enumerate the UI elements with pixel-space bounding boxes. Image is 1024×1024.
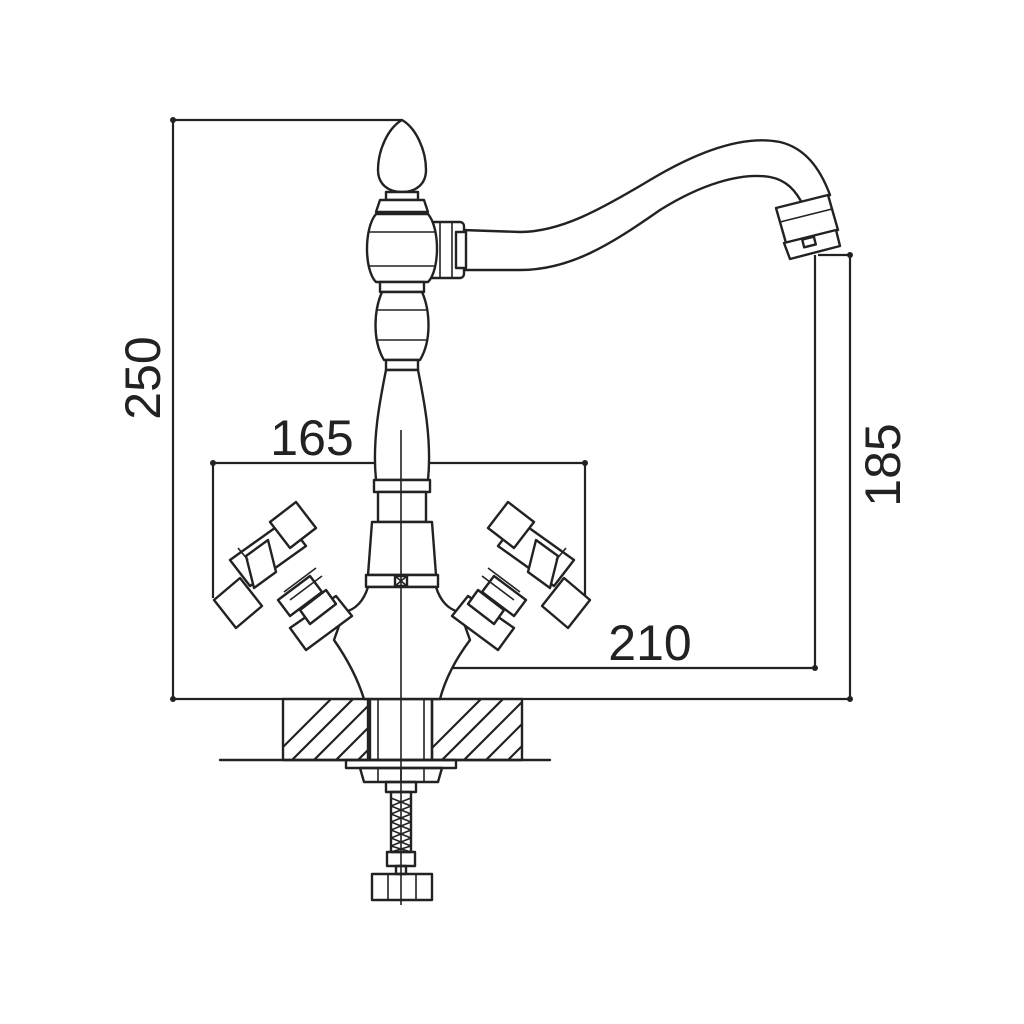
dimension-210: 210	[397, 255, 818, 671]
spout	[426, 139, 842, 280]
dimension-250-label: 250	[115, 336, 171, 419]
dimension-210-label: 210	[608, 615, 691, 671]
dimension-185-label: 185	[855, 423, 911, 506]
dimension-165-label: 165	[270, 410, 353, 466]
dimension-185: 185	[522, 252, 911, 702]
countertop-section	[218, 697, 552, 762]
dimension-250: 250	[115, 117, 402, 702]
faucet-body	[332, 118, 472, 701]
left-handle	[212, 500, 354, 652]
right-handle	[450, 500, 592, 652]
